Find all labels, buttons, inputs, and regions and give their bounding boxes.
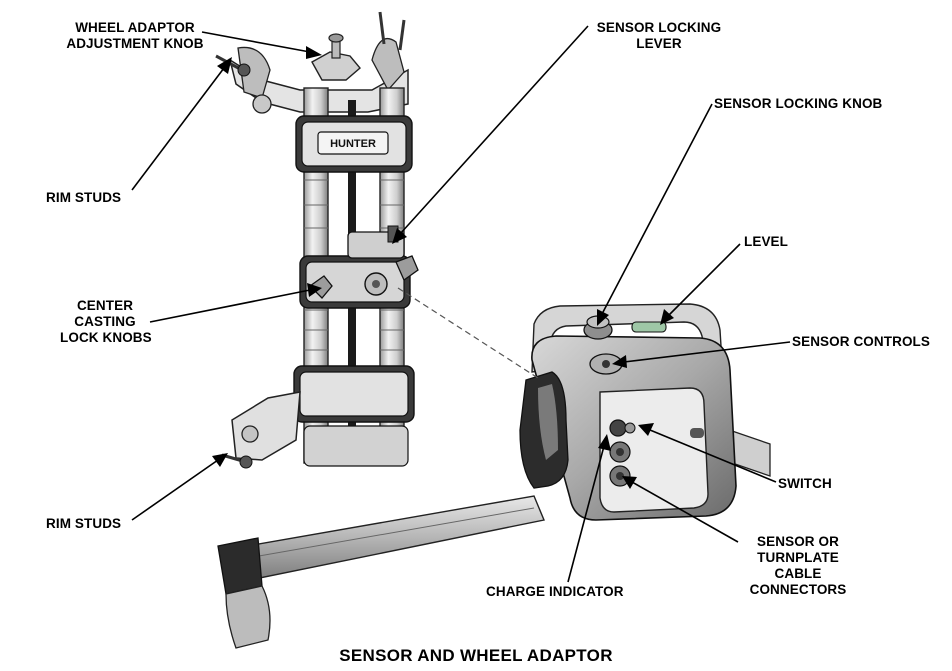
label-line: WHEEL ADAPTOR	[75, 20, 195, 35]
label-line: CASTING	[74, 314, 136, 329]
label-sensor-locking-lever: SENSOR LOCKING LEVER	[584, 20, 734, 52]
leader-lines	[131, 25, 791, 583]
label-line: CABLE	[774, 566, 822, 581]
label-rim-studs-bottom: RIM STUDS	[46, 516, 122, 531]
label-wheel-adaptor-adjustment-knob: WHEEL ADAPTOR ADJUSTMENT KNOB	[60, 20, 210, 52]
label-sensor-or-turnplate-cable-connectors: SENSOR OR TURNPLATE CABLE CONNECTORS	[738, 534, 858, 598]
label-rim-studs-top: RIM STUDS	[46, 190, 122, 205]
label-charge-indicator: CHARGE INDICATOR	[486, 584, 624, 599]
brand-plate-text: HUNTER	[330, 138, 376, 150]
label-line: LOCK KNOBS	[60, 330, 152, 345]
label-line: SENSOR OR	[757, 534, 839, 549]
label-sensor-locking-knob: SENSOR LOCKING KNOB	[714, 96, 883, 111]
figure-caption: SENSOR AND WHEEL ADAPTOR	[339, 646, 613, 665]
label-center-casting-lock-knobs: CENTER CASTING LOCK KNOBS	[60, 298, 152, 346]
label-switch: SWITCH	[778, 476, 832, 491]
sight-line	[397, 287, 539, 379]
label-line: CENTER	[76, 298, 134, 313]
label-sensor-controls: SENSOR CONTROLS	[792, 334, 931, 349]
label-line: CONNECTORS	[749, 582, 847, 597]
label-line: TURNPLATE	[757, 550, 839, 565]
label-line: LEVER	[636, 36, 682, 51]
label-level: LEVEL	[744, 234, 789, 249]
label-line: SENSOR LOCKING	[596, 20, 722, 35]
label-line: ADJUSTMENT KNOB	[66, 36, 204, 51]
wheel-adaptor: HUNTER	[215, 11, 419, 469]
